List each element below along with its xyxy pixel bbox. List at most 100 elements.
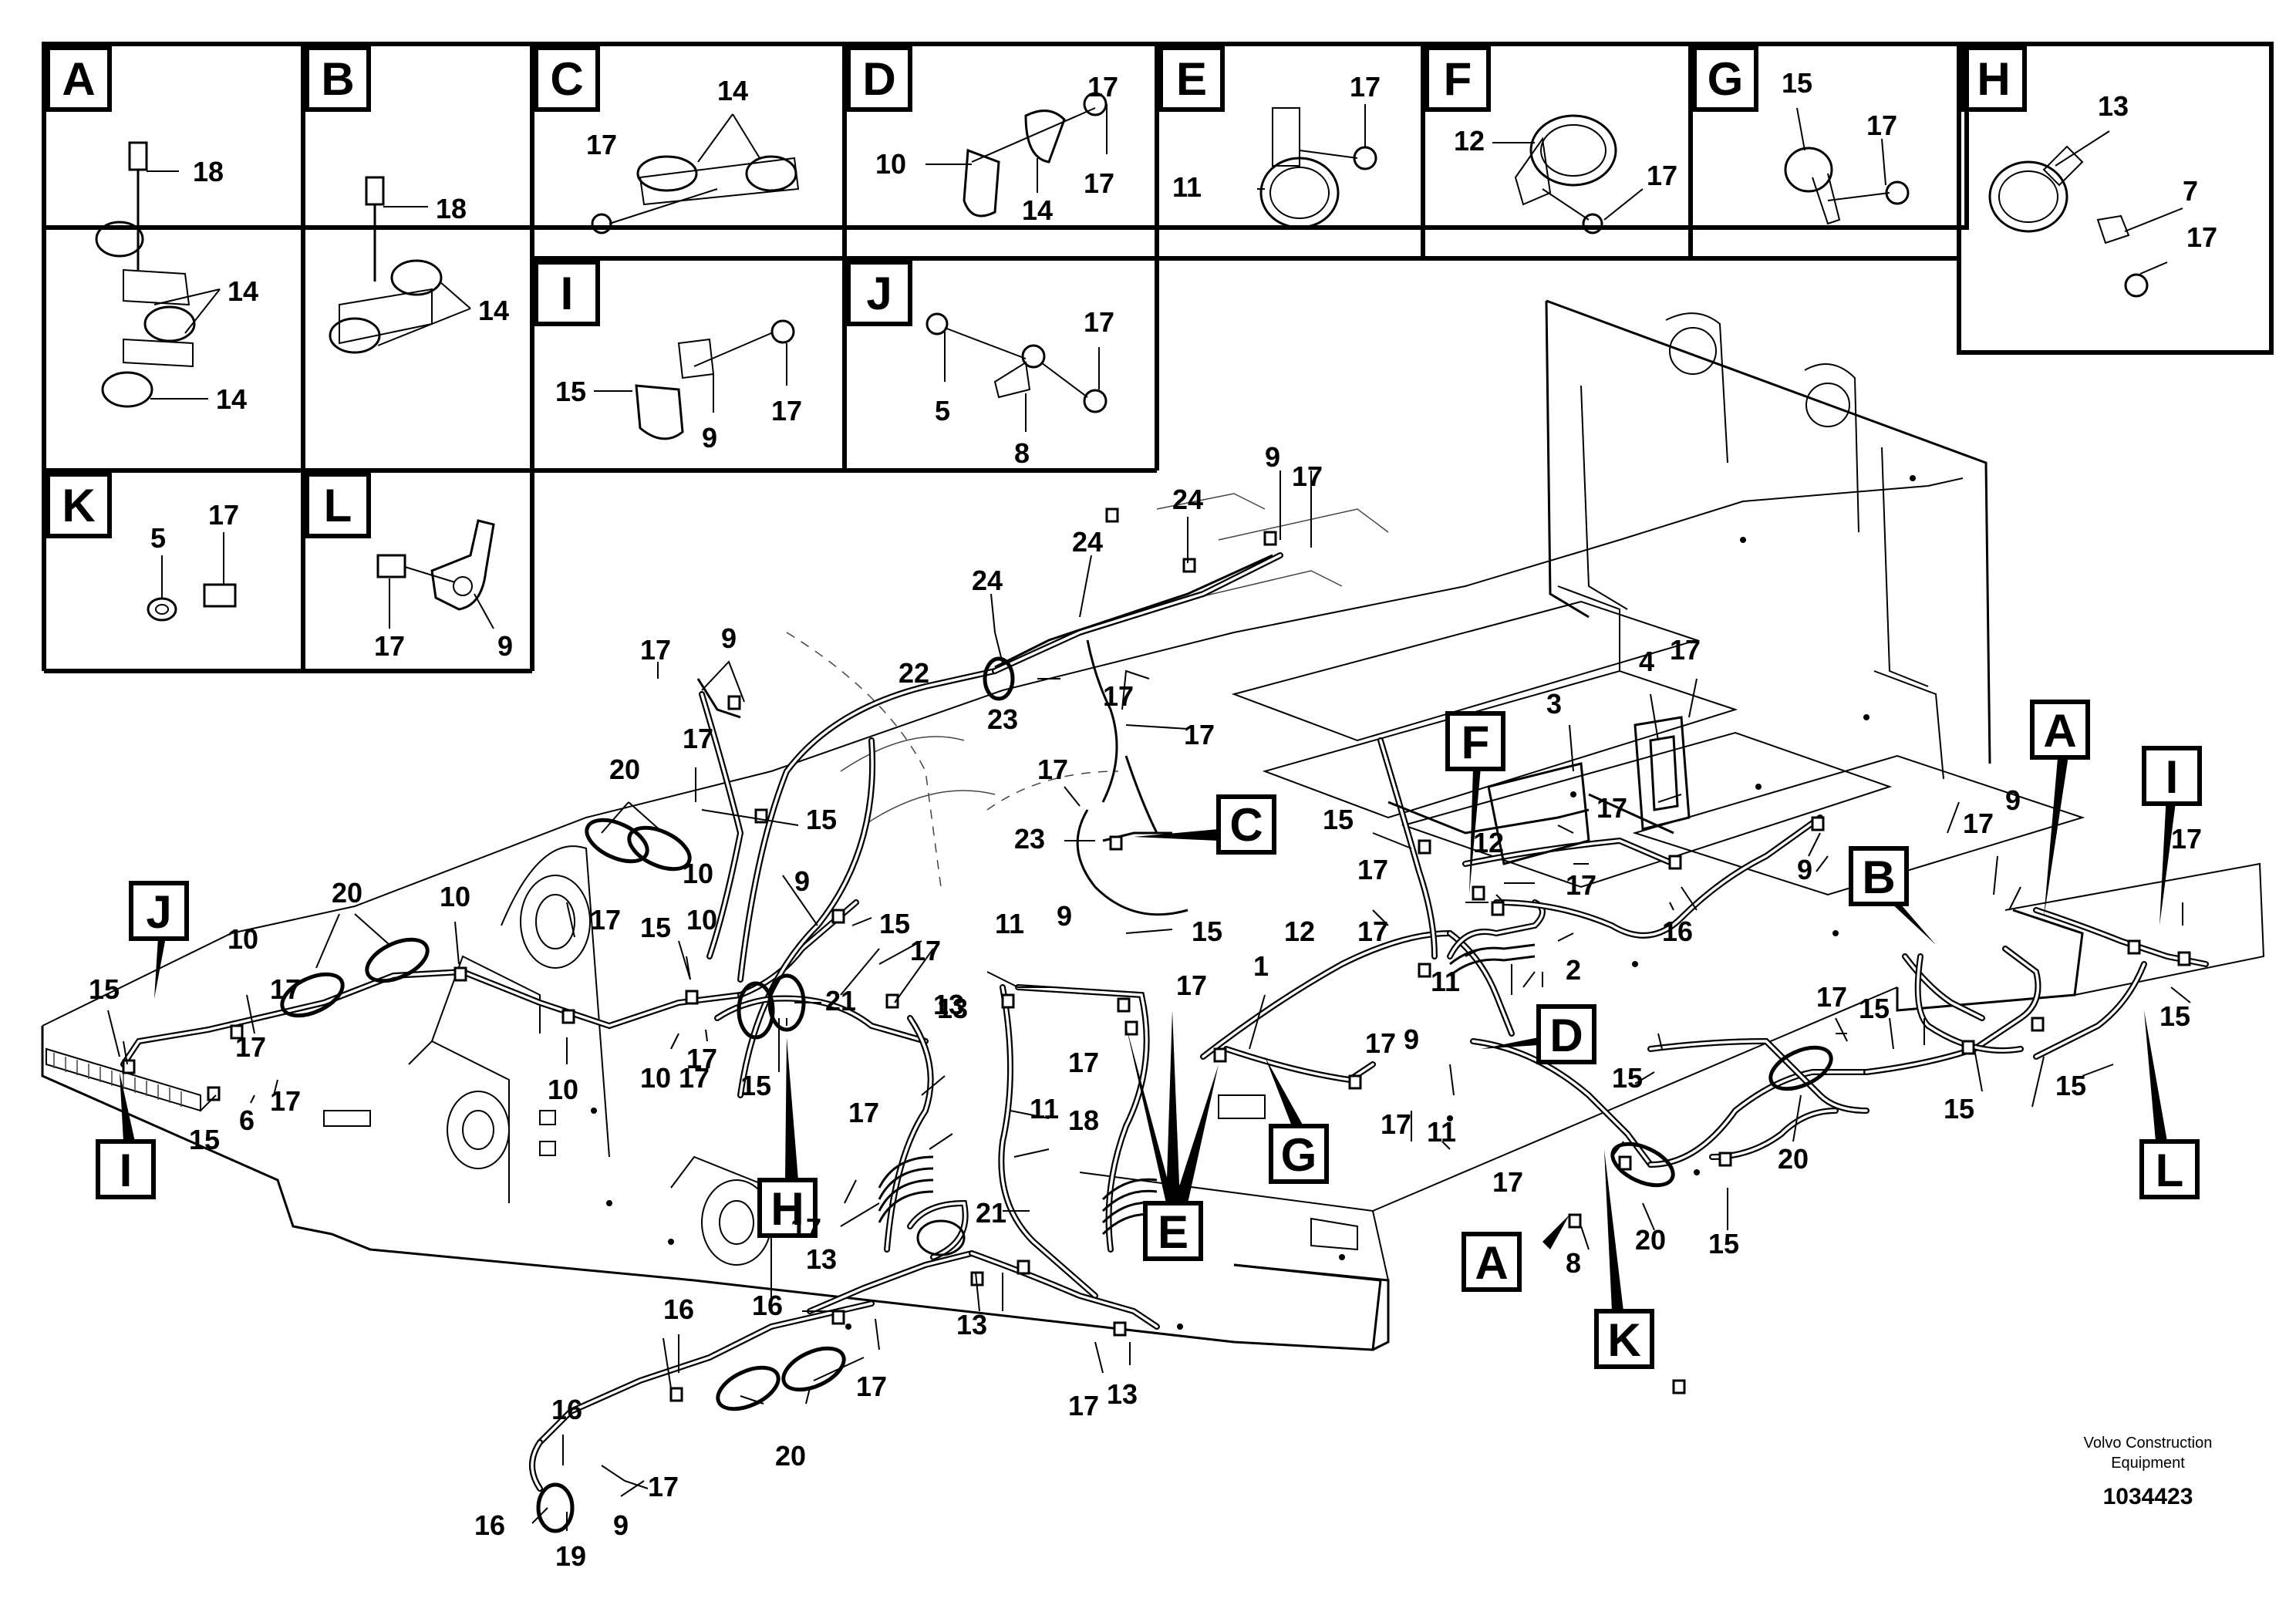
callout: 17 <box>270 1085 301 1117</box>
callout: 23 <box>987 703 1018 735</box>
callout: 9 <box>497 630 513 662</box>
callout-box-a-upper: A <box>2043 705 2076 757</box>
callout: 14 <box>228 275 258 307</box>
callout: 2 <box>1566 954 1581 986</box>
callout: 17 <box>640 634 671 666</box>
callout: 20 <box>1635 1224 1666 1256</box>
callout: 20 <box>775 1440 806 1472</box>
callout: 1 <box>1253 950 1269 982</box>
callout: 16 <box>663 1293 694 1325</box>
panel-g-drawing <box>1784 107 1910 225</box>
panel-letter-f: F <box>1444 53 1472 105</box>
callout: 18 <box>193 156 224 187</box>
main-letter-boxes <box>96 700 2202 1369</box>
panel-letter-e: E <box>1176 53 1207 105</box>
callout: 20 <box>609 754 640 785</box>
callout: 10 <box>875 148 906 180</box>
panel-e-drawing <box>1257 104 1377 229</box>
callout: 15 <box>740 1070 771 1101</box>
callout: 17 <box>1084 167 1114 199</box>
callout-box-a-lower: A <box>1475 1237 1508 1289</box>
callout: 11 <box>1431 966 1460 997</box>
machine-frame <box>41 299 2265 1351</box>
callout: 5 <box>150 522 166 554</box>
callout: 15 <box>1944 1093 1974 1125</box>
leader-lines <box>107 470 2191 1531</box>
panel-letter-h: H <box>1977 53 2010 105</box>
callout: 17 <box>1292 460 1323 492</box>
callout: 16 <box>752 1290 783 1321</box>
callout-box-k: K <box>1607 1314 1640 1366</box>
callout: 7 <box>2183 175 2198 207</box>
callout-box-i-left: I <box>120 1145 133 1196</box>
callout: 17 <box>1357 916 1388 947</box>
callout: 11 <box>995 908 1024 939</box>
panel-h-drawing <box>1988 130 2183 298</box>
callout-box-h: H <box>770 1183 804 1235</box>
callout: 17 <box>1670 634 1701 666</box>
callout: 24 <box>972 565 1003 596</box>
callout: 17 <box>791 1212 821 1244</box>
panel-j-drawing <box>925 312 1108 432</box>
callout: 17 <box>648 1471 679 1502</box>
callout: 13 <box>956 1309 987 1340</box>
callout: 17 <box>679 1062 710 1094</box>
callout-box-b: B <box>1862 851 1895 903</box>
callout: 17 <box>235 1031 266 1063</box>
callout: 17 <box>1068 1047 1099 1078</box>
callout: 9 <box>2005 784 2021 816</box>
callout: 8 <box>1566 1247 1581 1279</box>
callout-box-g: G <box>1281 1129 1317 1181</box>
callout: 15 <box>555 376 586 407</box>
callout: 17 <box>1350 71 1381 103</box>
callout: 18 <box>1068 1104 1099 1136</box>
callout-box-d: D <box>1549 1010 1583 1061</box>
callout: 6 <box>239 1104 255 1136</box>
callout: 17 <box>856 1371 887 1402</box>
callout: 22 <box>899 657 929 689</box>
callout: 15 <box>806 804 837 835</box>
panel-letter-boxes <box>46 46 2027 538</box>
panel-letter-d: D <box>862 53 895 105</box>
callout: 24 <box>1072 526 1103 558</box>
callout: 17 <box>270 973 301 1005</box>
callout: 12 <box>1473 827 1504 858</box>
callout-box-f: F <box>1462 717 1490 768</box>
brand-block: Volvo Construction Equipment 1034423 <box>2084 1435 2213 1509</box>
callout: 17 <box>590 904 621 936</box>
callout-box-i-right: I <box>2166 751 2179 803</box>
callout: 15 <box>1782 67 1812 99</box>
callout: 13 <box>2098 90 2129 122</box>
callout: 13 <box>806 1243 837 1275</box>
callout-box-c: C <box>1229 799 1263 851</box>
callout: 10 <box>548 1074 578 1105</box>
callout: 9 <box>794 865 810 897</box>
callout: 13 <box>1107 1378 1138 1410</box>
callout: 15 <box>1323 804 1354 835</box>
callout: 17 <box>910 935 941 966</box>
callout: 17 <box>1184 719 1215 750</box>
callout: 17 <box>586 129 617 160</box>
callout: 10 <box>440 881 470 912</box>
callout: 15 <box>640 912 671 943</box>
panel-letter-c: C <box>550 53 583 105</box>
callout-wedges <box>120 740 2179 1311</box>
callout: 17 <box>683 723 713 754</box>
callout: 17 <box>1596 792 1627 824</box>
callout: 17 <box>1866 110 1897 141</box>
callout: 20 <box>1778 1143 1809 1175</box>
callout: 15 <box>89 973 120 1005</box>
panel-letter-l: L <box>324 480 352 531</box>
main-callouts: 17 9 17 15 20 20 10 10 15 10 17 9 15 17 … <box>89 441 2202 1572</box>
callout: 15 <box>2055 1070 2086 1101</box>
panel-b-drawing <box>329 176 471 354</box>
callout: 9 <box>1265 441 1280 473</box>
callout: 4 <box>1639 646 1654 677</box>
brand-line-1: Volvo Construction <box>2084 1435 2213 1452</box>
callout: 14 <box>478 295 509 326</box>
panel-letter-j: J <box>866 268 892 319</box>
callout: 17 <box>1492 1166 1523 1198</box>
callout: 17 <box>1647 160 1677 191</box>
callout: 15 <box>2159 1000 2190 1032</box>
